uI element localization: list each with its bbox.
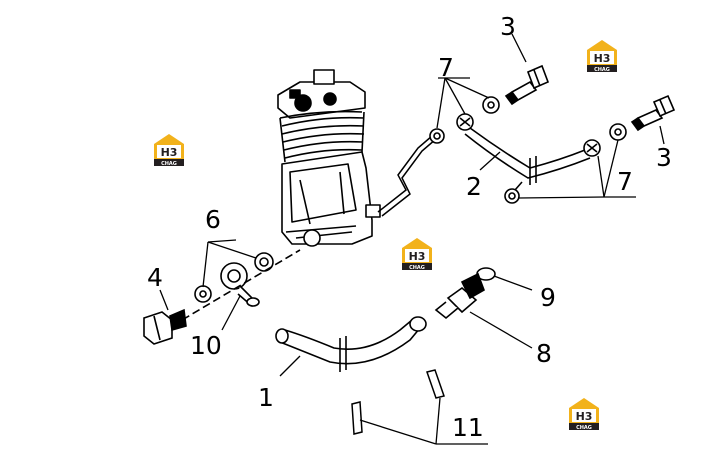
callout-6: 6 — [205, 205, 221, 234]
svg-text:H3: H3 — [594, 52, 611, 65]
air-compressor — [277, 69, 381, 247]
hose-clamps — [351, 369, 445, 435]
pipe-connector — [377, 135, 437, 217]
banjo-fitting-left — [143, 249, 301, 345]
callout-10: 10 — [190, 331, 222, 360]
svg-text:H3: H3 — [409, 250, 426, 263]
hose-lower — [275, 316, 427, 372]
callout-1: 1 — [258, 383, 274, 412]
banjo-bolt-upper — [504, 64, 550, 106]
callout-11: 11 — [452, 413, 484, 442]
callout-8: 8 — [536, 339, 552, 368]
pipe-assembly-upper — [429, 113, 601, 204]
svg-text:H3: H3 — [576, 410, 593, 423]
svg-text:CHAG: CHAG — [576, 425, 592, 431]
svg-text:H3: H3 — [161, 146, 178, 159]
callout-3-right: 3 — [656, 143, 672, 172]
watermark-logo-center: H3 CHAG — [402, 238, 432, 271]
adapter-fitting — [434, 267, 496, 320]
banjo-bolt-right — [630, 94, 676, 132]
callout-4: 4 — [147, 263, 163, 292]
callout-3-upper: 3 — [500, 12, 516, 41]
callout-9: 9 — [540, 283, 556, 312]
watermark-logo-left: H3 CHAG — [154, 134, 184, 167]
callout-2: 2 — [466, 172, 482, 201]
watermark-logo-bottom-right: H3 CHAG — [569, 398, 599, 431]
callout-7-upper: 7 — [438, 53, 454, 82]
callout-7-lower: 7 — [617, 167, 633, 196]
svg-text:CHAG: CHAG — [409, 265, 425, 271]
watermark-logo-top-right: H3 CHAG — [587, 40, 617, 73]
svg-text:CHAG: CHAG — [594, 67, 610, 73]
washers-set — [482, 96, 627, 141]
svg-text:CHAG: CHAG — [161, 161, 177, 167]
leader-lines — [159, 33, 665, 445]
